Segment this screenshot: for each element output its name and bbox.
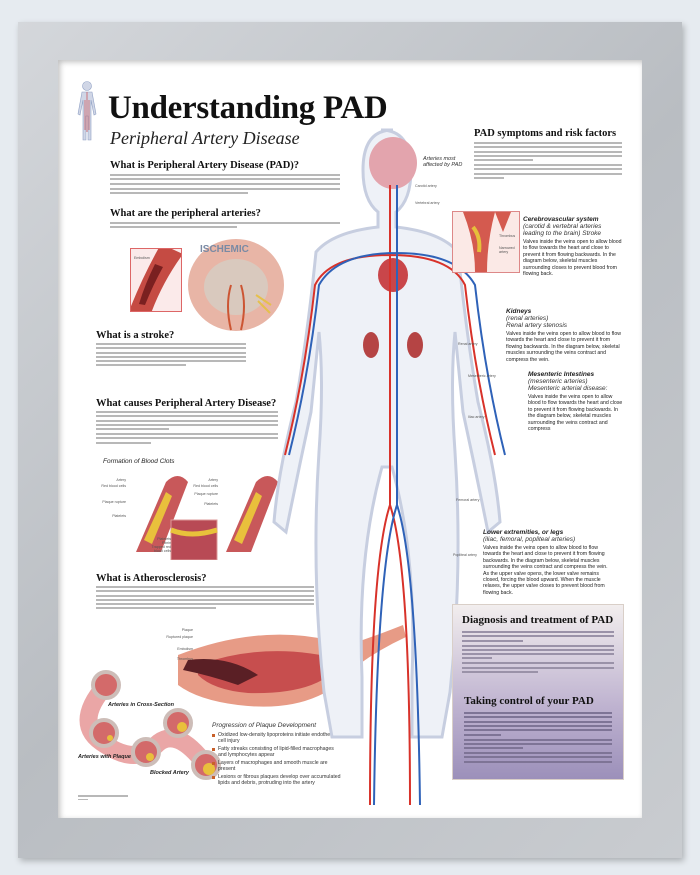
section-heading: What is Atherosclerosis? bbox=[96, 573, 207, 584]
ischemic-label: ISCHEMIC bbox=[200, 244, 249, 255]
text-block bbox=[110, 222, 340, 231]
label: Platelets bbox=[204, 502, 218, 506]
poster-title: Understanding PAD bbox=[108, 90, 388, 126]
label-popliteal: Popliteal artery bbox=[453, 553, 477, 557]
label: Fibrin bbox=[162, 541, 171, 545]
label: Platelets bbox=[157, 537, 171, 541]
poster-subtitle: Peripheral Artery Disease bbox=[110, 128, 300, 148]
label-femoral: Femoral artery bbox=[456, 498, 480, 502]
label: Valves inside the veins open to allow bl… bbox=[506, 331, 621, 363]
section-heading: What are the peripheral arteries? bbox=[110, 208, 261, 219]
label: Mesenteric arterial disease: bbox=[528, 385, 608, 392]
cross-section-label: Arteries in Cross-Section bbox=[108, 702, 175, 708]
label-vertebral: Vertebral artery bbox=[415, 201, 440, 205]
clots-title: Formation of Blood Clots bbox=[103, 458, 175, 465]
label: Red blood cells bbox=[193, 484, 218, 488]
lower-extremities-section: Lower extremities, or legs (iliac, femor… bbox=[483, 529, 609, 596]
label: Artery bbox=[116, 478, 126, 482]
carotid-inset: Thrombus Narrowed artery bbox=[452, 211, 520, 273]
label: Red blood cells bbox=[101, 484, 126, 488]
progression-list: Progression of Plaque Development Oxidiz… bbox=[212, 722, 342, 788]
label: Plaque rupture bbox=[194, 492, 218, 496]
progression-title: Progression of Plaque Development bbox=[212, 722, 317, 729]
label: (iliac, femoral, popliteal arteries) bbox=[483, 536, 576, 543]
label-mesenteric: Mesenteric artery bbox=[468, 374, 496, 378]
embolism-label: Embolism bbox=[134, 256, 150, 260]
plaque-arteries-label: Arteries with Plaque bbox=[78, 754, 131, 760]
list-item: Lesions or fibrous plaques develop over … bbox=[212, 774, 342, 786]
label: Trapped red blood cells bbox=[151, 545, 171, 553]
kidneys-section: Kidneys (renal arteries) Renal artery st… bbox=[506, 308, 624, 363]
label: Valves inside the veins open to allow bl… bbox=[528, 394, 623, 433]
label: Thrombus bbox=[499, 234, 516, 238]
control-heading: Taking control of your PAD bbox=[464, 695, 594, 708]
label: Renal artery stenosis bbox=[506, 322, 568, 329]
blocked-artery-label: Blocked Artery bbox=[150, 770, 189, 776]
label: Embolism bbox=[177, 647, 193, 651]
brain-illustration bbox=[188, 239, 284, 331]
label-renal: Renal artery bbox=[458, 342, 478, 346]
label: Lower extremities, or legs bbox=[483, 529, 564, 536]
list-item: Oxidized low-density lipoproteins initia… bbox=[212, 732, 342, 744]
poster: Understanding PAD Peripheral Artery Dise… bbox=[58, 60, 642, 818]
text-block bbox=[96, 343, 246, 369]
text-block bbox=[464, 712, 612, 763]
text-block bbox=[110, 174, 340, 196]
label: Plaque rupture bbox=[102, 500, 126, 504]
label-iliac: Iliac artery bbox=[468, 415, 485, 419]
circulatory-body-illustration bbox=[272, 128, 506, 805]
mesenteric-section: Mesenteric Intestines (mesenteric arteri… bbox=[528, 371, 624, 432]
text-block bbox=[474, 142, 622, 181]
label: Thrombus bbox=[176, 657, 193, 661]
text-block bbox=[462, 631, 614, 674]
label: Ruptured plaque bbox=[166, 635, 193, 639]
label: (renal arteries) bbox=[506, 315, 549, 322]
text-block bbox=[96, 586, 314, 612]
list-item: Fatty streaks consisting of lipid-filled… bbox=[212, 746, 342, 758]
label-carotid: Carotid artery bbox=[415, 184, 437, 188]
label: (mesenteric arteries) bbox=[528, 378, 588, 385]
mini-body-icon bbox=[77, 81, 97, 141]
label: Narrowed artery bbox=[499, 246, 515, 254]
embolism-illustration: Embolism bbox=[130, 248, 182, 312]
label: Valves inside the veins open to allow bl… bbox=[523, 239, 622, 278]
section-heading: What is a stroke? bbox=[96, 330, 175, 341]
label: Artery bbox=[208, 478, 218, 482]
cross-section-illustration bbox=[79, 670, 221, 780]
label: Cerebrovascular system bbox=[523, 216, 599, 223]
label: Mesenteric Intestines bbox=[528, 371, 595, 378]
label: Platelets bbox=[112, 514, 126, 518]
label: Valves inside the veins open to allow bl… bbox=[483, 545, 608, 596]
label: Kidneys bbox=[506, 308, 532, 315]
section-heading: PAD symptoms and risk factors bbox=[474, 128, 617, 139]
diagnosis-heading: Diagnosis and treatment of PAD bbox=[462, 614, 614, 626]
label: (carotid & vertebral arteries leading to… bbox=[523, 223, 602, 237]
diagnosis-box: Diagnosis and treatment of PAD Taking co… bbox=[452, 604, 624, 780]
list-item: Layers of macrophages and smooth muscle … bbox=[212, 760, 342, 772]
cerebro-section: Cerebrovascular system (carotid & verteb… bbox=[523, 216, 623, 277]
arteries-callout: Arteries most affected by PAD bbox=[423, 156, 463, 168]
text-block bbox=[96, 411, 278, 446]
copyright bbox=[78, 795, 128, 803]
section-heading: What causes Peripheral Artery Disease? bbox=[96, 398, 277, 409]
blood-clot-illustration bbox=[136, 476, 278, 560]
label: Plaque bbox=[181, 628, 193, 632]
section-heading: What is Peripheral Artery Disease (PAD)? bbox=[110, 160, 300, 171]
